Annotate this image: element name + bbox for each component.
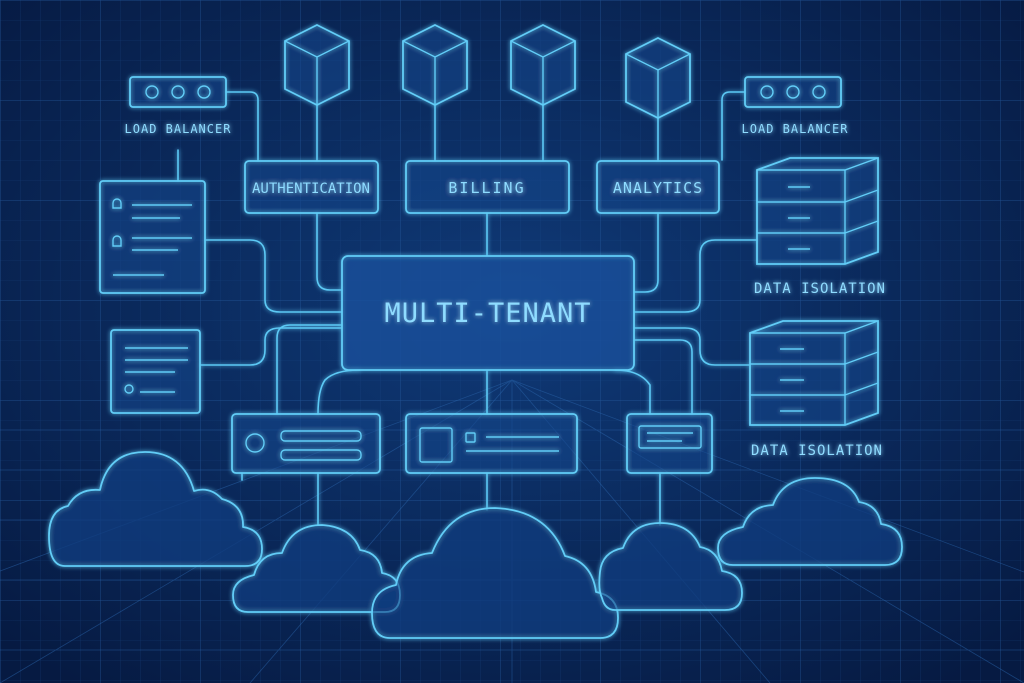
service-label: AUTHENTICATION: [252, 181, 370, 197]
cloud-group: [48, 451, 903, 639]
document-panel-top[interactable]: [99, 180, 206, 294]
database-stack-icon: [749, 320, 879, 426]
database-stack-icon: [756, 157, 879, 265]
load-balancer-right[interactable]: LOAD BALANCER: [742, 76, 849, 136]
data-isolation-label: DATA ISOLATION: [751, 443, 883, 459]
connection-lines: [177, 91, 758, 526]
line-center-panel1b: [317, 369, 361, 415]
compute-cubes: [284, 23, 691, 120]
line-db1-center: [633, 239, 758, 313]
line-analytics-center: [633, 212, 659, 293]
line-doc1-center: [204, 239, 343, 313]
database-top[interactable]: DATA ISOLATION: [754, 157, 886, 297]
document-panel-bottom[interactable]: [110, 329, 201, 414]
load-balancer-icon: [129, 76, 227, 108]
line-auth-center: [316, 212, 343, 291]
document-icon: [99, 180, 206, 294]
service-label: ANALYTICS: [613, 179, 703, 197]
cloud-icon: [717, 477, 903, 566]
line-lb-right-analytics: [721, 91, 746, 161]
service-billing[interactable]: BILLING: [405, 160, 570, 214]
service-label: BILLING: [448, 179, 525, 197]
center-label: MULTI-TENANT: [384, 298, 591, 329]
line-center-panel3b: [633, 339, 693, 415]
line-center-panel1a: [276, 324, 343, 415]
database-bottom[interactable]: DATA ISOLATION: [749, 320, 883, 459]
cube-icon: [284, 23, 350, 107]
line-lb-left-auth: [225, 91, 259, 161]
cube-icon: [402, 23, 468, 107]
service-analytics[interactable]: ANALYTICS: [596, 160, 720, 214]
cube-icon: [625, 36, 691, 120]
data-isolation-label: DATA ISOLATION: [754, 281, 886, 297]
load-balancer-icon: [744, 76, 842, 108]
tenant-panel-center[interactable]: [405, 413, 578, 474]
tenant-panel-right[interactable]: [626, 413, 713, 474]
multi-tenant-core[interactable]: MULTI-TENANT: [341, 255, 635, 371]
load-balancer-label: LOAD BALANCER: [125, 122, 232, 136]
tenant-panel-left[interactable]: [231, 413, 381, 474]
line-doc2-center: [199, 327, 343, 366]
load-balancer-left[interactable]: LOAD BALANCER: [125, 76, 232, 136]
load-balancer-label: LOAD BALANCER: [742, 122, 849, 136]
line-db2-center: [633, 327, 751, 366]
cloud-icon: [598, 522, 743, 611]
service-authentication[interactable]: AUTHENTICATION: [244, 160, 379, 214]
cube-icon: [510, 23, 576, 107]
cloud-icon: [48, 451, 263, 567]
